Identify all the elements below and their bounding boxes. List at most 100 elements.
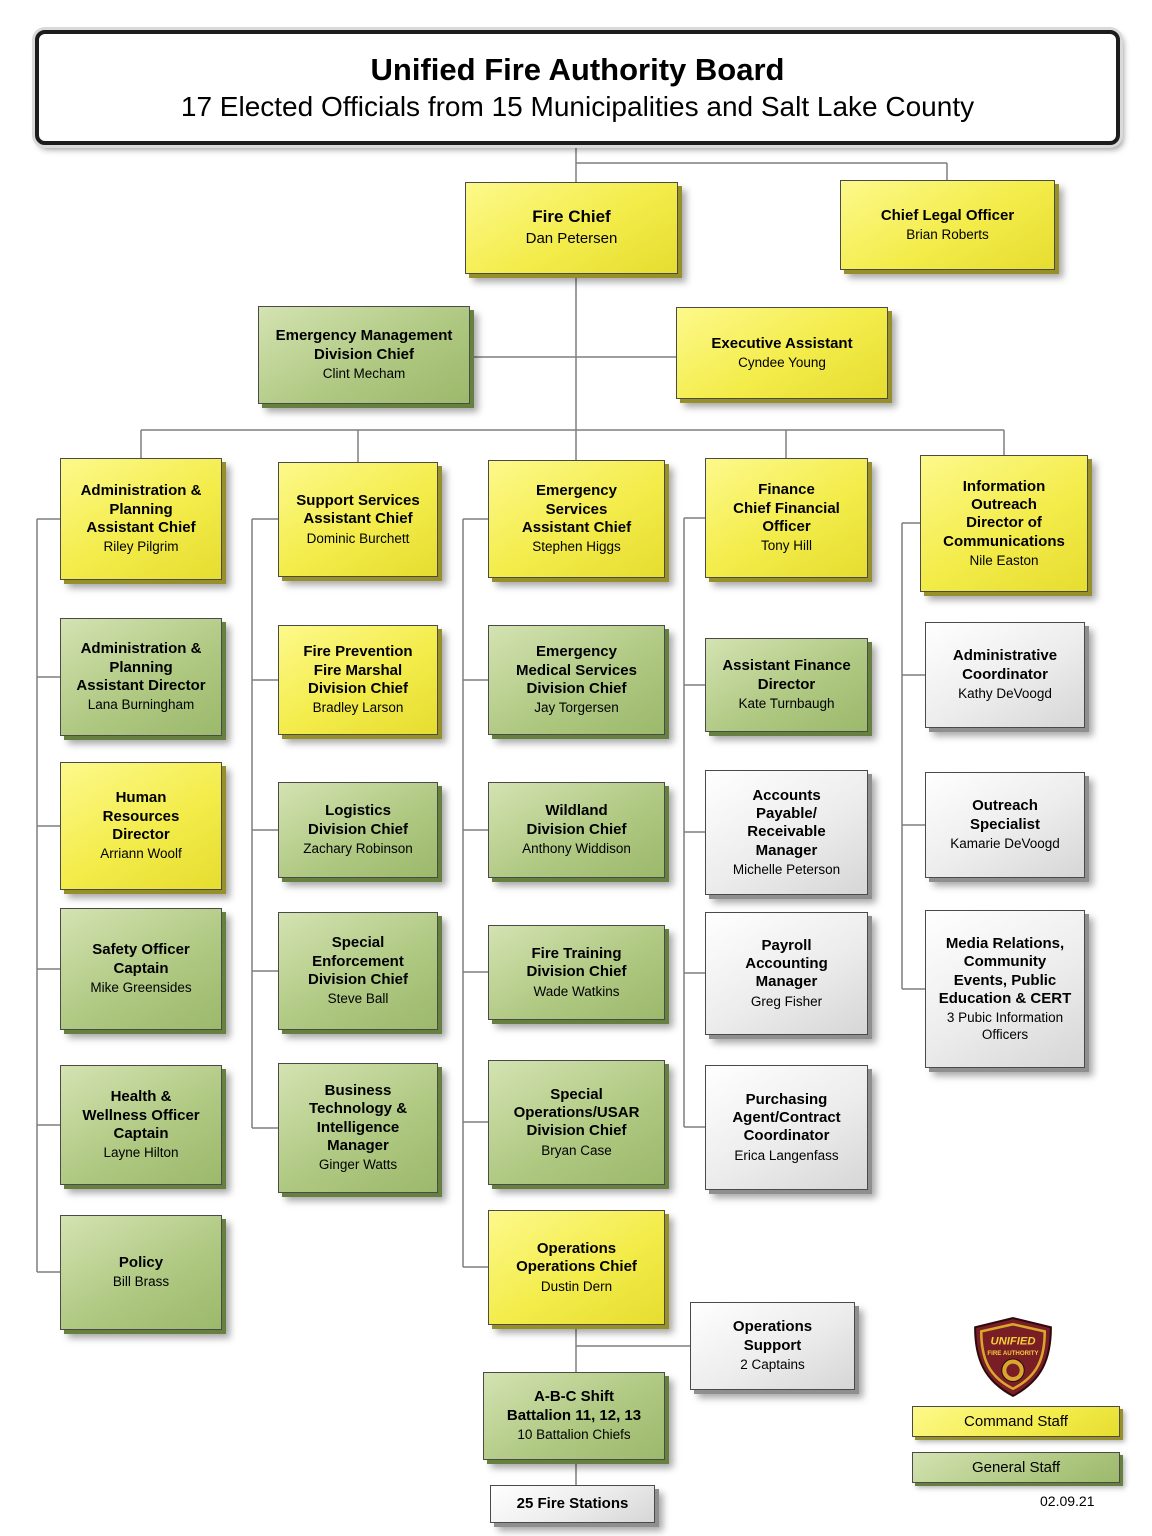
org-box-media-relations: Media Relations, Community Events, Publi… — [925, 910, 1085, 1068]
box-title: Administration & Planning Assistant Dire… — [76, 640, 206, 694]
box-name: Wade Watkins — [533, 983, 620, 999]
box-title: Support Services Assistant Chief — [296, 491, 420, 528]
org-box-chief-legal-officer: Chief Legal Officer Brian Roberts — [840, 180, 1055, 270]
box-name: Riley Pilgrim — [103, 539, 179, 555]
org-box-support-services-assistant-chief: Support Services Assistant Chief Dominic… — [278, 462, 438, 577]
box-title: Administrative Coordinator — [952, 647, 1058, 683]
org-box-administrative-coordinator: Administrative Coordinator Kathy DeVoogd — [925, 622, 1085, 728]
org-box-special-operations-usar: Special Operations/USAR Division Chief B… — [488, 1060, 665, 1185]
box-title: Special Operations/USAR Division Chief — [513, 1085, 640, 1140]
org-box-fire-prevention-fire-marshal: Fire Prevention Fire Marshal Division Ch… — [278, 625, 438, 735]
box-title: Information Outreach Director of Communi… — [943, 477, 1065, 550]
org-box-executive-assistant: Executive Assistant Cyndee Young — [676, 307, 888, 399]
org-box-assistant-finance-director: Assistant Finance Director Kate Turnbaug… — [705, 638, 868, 732]
ufa-shield-logo: UNIFIED FIRE AUTHORITY — [974, 1317, 1052, 1398]
box-title: Operations Operations Chief — [516, 1239, 637, 1276]
box-name: Kathy DeVoogd — [958, 686, 1052, 702]
box-title: A-B-C Shift Battalion 11, 12, 13 — [506, 1388, 642, 1424]
legend-general-staff: General Staff — [912, 1452, 1120, 1483]
box-name: Kamarie DeVoogd — [950, 836, 1060, 852]
box-name: Jay Torgersen — [534, 700, 619, 716]
org-box-information-outreach-director: Information Outreach Director of Communi… — [920, 455, 1088, 592]
org-box-operations-chief: Operations Operations Chief Dustin Dern — [488, 1210, 665, 1325]
legend-command-staff: Command Staff — [912, 1406, 1120, 1437]
org-box-admin-planning-assistant-director: Administration & Planning Assistant Dire… — [60, 618, 222, 736]
box-title: Purchasing Agent/Contract Coordinator — [732, 1090, 841, 1145]
chart-title: Unified Fire Authority Board — [370, 51, 785, 87]
box-name: Erica Langenfass — [734, 1147, 839, 1163]
org-box-logistics-division-chief: Logistics Division Chief Zachary Robinso… — [278, 782, 438, 878]
org-box-special-enforcement-division-chief: Special Enforcement Division Chief Steve… — [278, 912, 438, 1030]
box-title: Human Resources Director — [102, 789, 180, 843]
org-box-purchasing-agent-contract-coordinator: Purchasing Agent/Contract Coordinator Er… — [705, 1065, 868, 1190]
box-title: Fire Prevention Fire Marshal Division Ch… — [303, 643, 413, 697]
box-name: Zachary Robinson — [303, 841, 413, 857]
org-box-outreach-specialist: Outreach Specialist Kamarie DeVoogd — [925, 772, 1085, 878]
box-title: Emergency Medical Services Division Chie… — [516, 643, 637, 697]
box-title: Executive Assistant — [711, 334, 853, 352]
box-title: Administration & Planning Assistant Chie… — [80, 482, 202, 536]
org-box-human-resources-director: Human Resources Director Arriann Woolf — [60, 762, 222, 890]
box-title: Accounts Payable/ Receivable Manager — [747, 786, 826, 859]
box-title: Assistant Finance Director — [722, 657, 851, 693]
box-name: Layne Hilton — [103, 1145, 179, 1161]
box-name: Stephen Higgs — [532, 539, 621, 555]
box-title: Safety Officer Captain — [92, 941, 190, 977]
org-box-admin-planning-assistant-chief: Administration & Planning Assistant Chie… — [60, 458, 222, 580]
box-name: Arriann Woolf — [100, 846, 182, 862]
shield-inner-border — [979, 1322, 1047, 1391]
box-title: Chief Legal Officer — [880, 206, 1015, 224]
chart-subtitle: 17 Elected Officials from 15 Municipalit… — [180, 91, 975, 123]
chart-header: Unified Fire Authority Board 17 Elected … — [35, 30, 1120, 145]
box-title: Emergency Management Division Chief — [275, 327, 453, 363]
legend-command-label: Command Staff — [964, 1413, 1068, 1430]
logo-emblem-inner — [1006, 1363, 1020, 1377]
logo-text-unified: UNIFIED — [991, 1336, 1036, 1348]
org-box-emergency-services-assistant-chief: Emergency Services Assistant Chief Steph… — [488, 460, 665, 578]
box-title: Finance Chief Financial Officer — [733, 481, 840, 535]
org-box-abc-shift-battalions: A-B-C Shift Battalion 11, 12, 13 10 Batt… — [483, 1372, 665, 1460]
box-name: Dan Petersen — [525, 230, 618, 248]
org-box-accounts-payable-receivable-manager: Accounts Payable/ Receivable Manager Mic… — [705, 770, 868, 895]
box-title: Operations Support — [732, 1318, 813, 1354]
box-name: Lana Burningham — [87, 697, 195, 713]
box-title: Logistics Division Chief — [307, 802, 408, 838]
box-title: Fire Chief — [532, 207, 611, 227]
box-title: 25 Fire Stations — [516, 1494, 629, 1512]
org-box-health-wellness-officer-captain: Health & Wellness Officer Captain Layne … — [60, 1065, 222, 1185]
box-title: Health & Wellness Officer Captain — [82, 1088, 200, 1142]
box-name: Anthony Widdison — [522, 841, 631, 857]
box-title: Wildland Division Chief — [526, 802, 627, 838]
box-name: 2 Captains — [740, 1357, 805, 1373]
box-title: Policy — [118, 1254, 164, 1272]
box-name: Tony Hill — [760, 538, 812, 554]
box-name: Mike Greensides — [90, 980, 192, 996]
org-box-emergency-medical-services: Emergency Medical Services Division Chie… — [488, 625, 665, 735]
box-name: Bill Brass — [112, 1274, 170, 1290]
box-name: Bryan Case — [541, 1142, 612, 1158]
org-box-fire-chief: Fire Chief Dan Petersen — [465, 182, 678, 274]
box-name: 10 Battalion Chiefs — [517, 1427, 631, 1443]
box-name: 3 Pubic Information Officers — [946, 1010, 1064, 1042]
box-name: Michelle Peterson — [732, 861, 841, 877]
box-name: Bradley Larson — [312, 700, 404, 716]
box-name: Cyndee Young — [738, 354, 826, 370]
box-name: Clint Mecham — [322, 366, 406, 382]
org-box-operations-support: Operations Support 2 Captains — [690, 1302, 855, 1390]
org-box-emergency-management: Emergency Management Division Chief Clin… — [258, 306, 470, 404]
org-box-policy: Policy Bill Brass — [60, 1215, 222, 1330]
box-name: Dominic Burchett — [306, 530, 410, 546]
org-box-payroll-accounting-manager: Payroll Accounting Manager Greg Fisher — [705, 912, 868, 1035]
box-name: Dustin Dern — [540, 1278, 613, 1294]
box-name: Steve Ball — [327, 991, 389, 1007]
box-title: Special Enforcement Division Chief — [307, 934, 408, 988]
box-name: Greg Fisher — [750, 993, 823, 1009]
org-box-business-technology-intelligence-manager: Business Technology & Intelligence Manag… — [278, 1063, 438, 1193]
box-name: Ginger Watts — [318, 1157, 398, 1173]
org-box-wildland-division-chief: Wildland Division Chief Anthony Widdison — [488, 782, 665, 878]
box-name: Brian Roberts — [906, 226, 989, 242]
box-name: Kate Turnbaugh — [738, 696, 835, 712]
box-name: Nile Easton — [969, 552, 1039, 568]
